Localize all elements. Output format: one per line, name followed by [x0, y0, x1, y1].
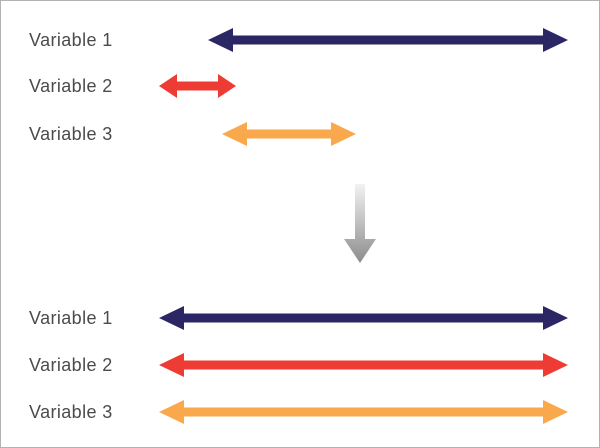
transform-down-arrow	[343, 184, 377, 263]
top-row-variable-3: Variable 3	[1, 119, 599, 149]
variable-1-range-arrow	[208, 25, 568, 55]
bottom-row-variable-2: Variable 2	[1, 350, 599, 380]
variable-3-label: Variable 3	[29, 124, 113, 144]
variable-2-label: Variable 2	[29, 355, 113, 375]
variable-1-label: Variable 1	[29, 30, 113, 50]
variable-2-range-arrow	[159, 71, 236, 101]
variable-1-label: Variable 1	[29, 308, 113, 328]
bottom-row-variable-1: Variable 1	[1, 303, 599, 333]
variable-3-label: Variable 3	[29, 402, 113, 422]
variable-1-range-arrow	[159, 303, 568, 333]
down-arrow-icon	[344, 184, 376, 263]
top-row-variable-1: Variable 1	[1, 25, 599, 55]
variable-3-range-arrow	[222, 119, 356, 149]
variable-2-range-arrow	[159, 350, 568, 380]
variable-2-label: Variable 2	[29, 76, 113, 96]
top-row-variable-2: Variable 2	[1, 71, 599, 101]
variable-3-range-arrow	[159, 397, 568, 427]
bottom-row-variable-3: Variable 3	[1, 397, 599, 427]
